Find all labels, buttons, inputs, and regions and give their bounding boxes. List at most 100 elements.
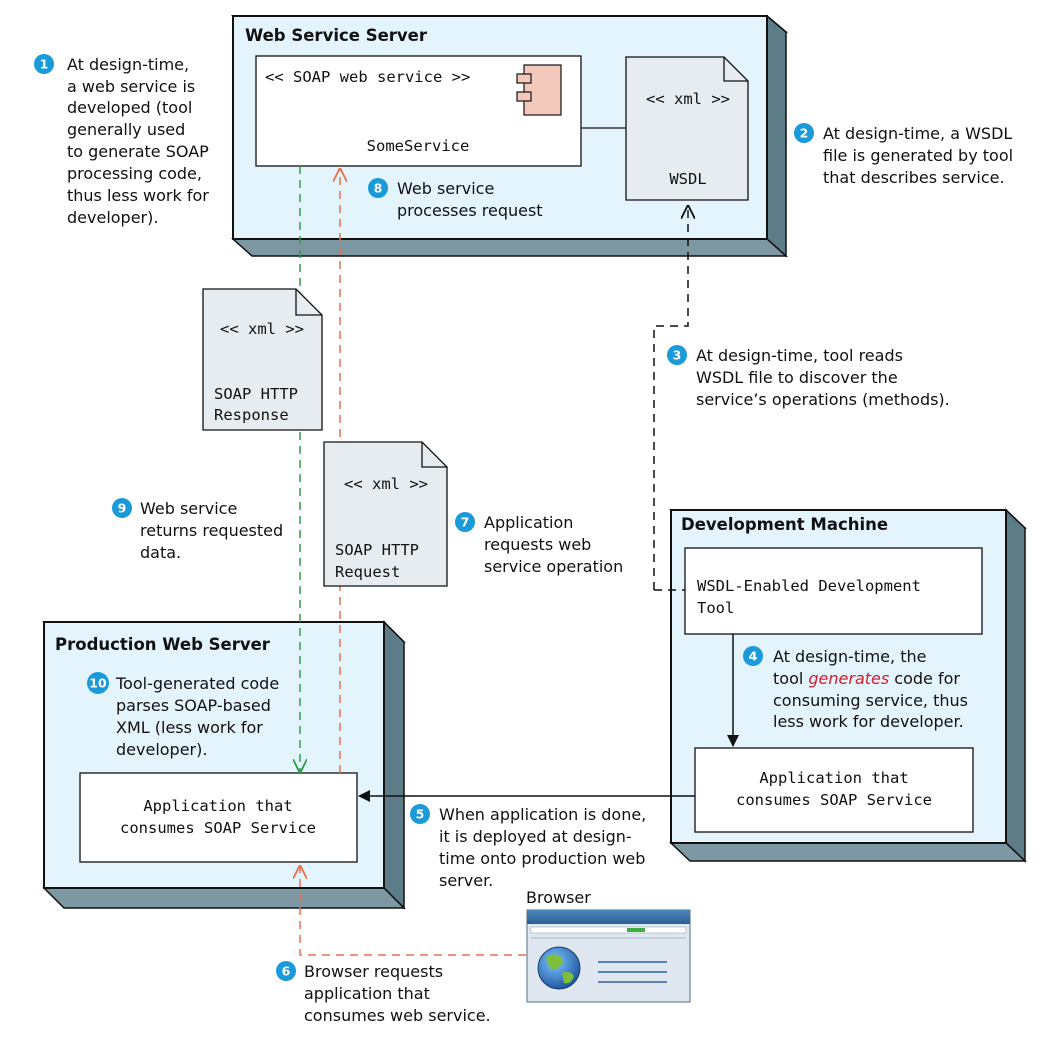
production-web-server-title: Production Web Server: [55, 635, 271, 654]
step-7-annotation: 7 Application requests web service opera…: [455, 512, 623, 576]
step-badge-6: [276, 961, 296, 981]
dev-tool-line1: WSDL-Enabled Development: [697, 577, 921, 595]
step-8-line: Web service: [397, 179, 494, 198]
step-number-3: 3: [673, 348, 682, 363]
step-10-line: Tool-generated code: [115, 674, 279, 693]
step-10-annotation: 10 Tool-generated code parses SOAP-based…: [87, 672, 279, 759]
step-number-8: 8: [374, 181, 383, 196]
web-service-server-title: Web Service Server: [245, 26, 428, 45]
step-3-annotation: 3 At design-time, tool reads WSDL file t…: [667, 345, 950, 409]
step-number-7: 7: [461, 515, 470, 530]
step-10-line: XML (less work for: [116, 718, 263, 737]
step-8-annotation: 8 Web service processes request: [368, 178, 543, 220]
wsdl-stereotype: << xml >>: [646, 90, 730, 108]
dev-tool-line2: Tool: [697, 599, 734, 617]
step-badge-8: [368, 178, 388, 198]
step-6-line: application that: [304, 984, 430, 1003]
step-10-line: parses SOAP-based: [116, 696, 271, 715]
step-1-annotation: 1 At design-time, a web service is devel…: [34, 54, 209, 227]
browser-request-arrow: [300, 866, 526, 956]
read-wsdl-arrow: [653, 206, 688, 590]
step-number-6: 6: [282, 964, 291, 979]
step-5-annotation: 5 When application is done, it is deploy…: [410, 804, 646, 890]
request-stereotype: << xml >>: [344, 475, 428, 493]
component-icon: [516, 64, 562, 116]
production-web-server-node: Production Web Server: [42, 620, 406, 910]
step-8-line: processes request: [397, 201, 543, 220]
step-3-line: service’s operations (methods).: [696, 390, 950, 409]
step-number-1: 1: [40, 57, 49, 72]
step-badge-10: [87, 672, 109, 694]
step-badge-9: [112, 498, 132, 518]
step-1-line: thus less work for: [67, 186, 209, 205]
step-number-2: 2: [800, 126, 809, 141]
step-10-line: developer).: [116, 740, 207, 759]
step-5-line: server.: [439, 871, 493, 890]
soap-service-stereotype: << SOAP web service >>: [265, 68, 470, 86]
soap-service-component: << SOAP web service >> SomeService: [255, 55, 582, 167]
step-9-line: returns requested: [140, 521, 283, 540]
dev-app-line1: Application that: [759, 769, 908, 787]
dev-app-line2: consumes SOAP Service: [736, 791, 932, 809]
step-badge-1: [34, 54, 54, 74]
soap-response-document: << xml >> SOAP HTTP Response: [202, 288, 323, 431]
step-1-line: to generate SOAP: [67, 142, 209, 161]
prod-app-line1: Application that: [143, 797, 292, 815]
step-1-line: a web service is: [67, 77, 195, 96]
step-9-annotation: 9 Web service returns requested data.: [112, 498, 283, 562]
step-number-9: 9: [118, 501, 127, 516]
step-4-line: At design-time, the: [773, 647, 926, 666]
step-7-line: Application: [484, 513, 573, 532]
step-6-line: consumes web service.: [304, 1006, 491, 1025]
globe-icon: [537, 946, 581, 990]
step-7-line: requests web: [484, 535, 591, 554]
step-5-line: time onto production web: [439, 849, 645, 868]
step-5-line: it is deployed at design-: [439, 827, 632, 846]
step-number-5: 5: [416, 807, 425, 822]
prod-application-box: Application that consumes SOAP Service: [79, 772, 358, 863]
step-9-line: Web service: [140, 499, 237, 518]
dev-application-box: Application that consumes SOAP Service: [694, 747, 974, 833]
step-3-line: At design-time, tool reads: [696, 346, 903, 365]
generates-emphasis: generates: [808, 669, 889, 688]
step-2-line: file is generated by tool: [823, 146, 1013, 165]
step-2-line: At design-time, a WSDL: [823, 124, 1012, 143]
step-6-line: Browser requests: [304, 962, 443, 981]
soap-service-name: SomeService: [367, 137, 470, 155]
request-line2: Request: [335, 563, 400, 581]
step-4-annotation: 4 At design-time, the tool generates cod…: [743, 646, 968, 731]
step-badge-2: [794, 123, 814, 143]
step-9-line: data.: [140, 543, 181, 562]
step-3-line: WSDL file to discover the: [696, 368, 898, 387]
step-4-line: less work for developer.: [773, 712, 964, 731]
step-badge-3: [667, 345, 687, 365]
response-line1: SOAP HTTP: [214, 385, 298, 403]
wsdl-name: WSDL: [669, 170, 706, 188]
step-badge-5: [410, 804, 430, 824]
step-number-4: 4: [749, 649, 758, 664]
browser-label: Browser: [526, 888, 591, 907]
request-line1: SOAP HTTP: [335, 541, 419, 559]
step-5-line: When application is done,: [439, 805, 646, 824]
step-badge-7: [455, 512, 475, 532]
step-1-line: developed (tool: [67, 98, 192, 117]
step-6-annotation: 6 Browser requests application that cons…: [276, 961, 491, 1025]
step-2-annotation: 2 At design-time, a WSDL file is generat…: [794, 123, 1013, 187]
step-4-line-emphasis: tool generates code for: [773, 669, 960, 688]
step-1-line: generally used: [67, 120, 185, 139]
step-7-line: service operation: [484, 557, 623, 576]
prod-app-line2: consumes SOAP Service: [120, 819, 316, 837]
step-2-line: that describes service.: [823, 168, 1005, 187]
browser-window: Browser: [526, 888, 691, 1003]
step-1-line: processing code,: [67, 164, 202, 183]
step-badge-4: [743, 646, 763, 666]
step-1-line: At design-time,: [67, 55, 189, 74]
response-stereotype: << xml >>: [220, 320, 304, 338]
soap-request-document: << xml >> SOAP HTTP Request: [323, 441, 448, 587]
step-1-line: developer).: [67, 208, 158, 227]
step-number-10: 10: [89, 676, 107, 691]
development-machine-title: Development Machine: [681, 515, 888, 534]
wsdl-dev-tool-box: WSDL-Enabled Development Tool: [684, 547, 983, 635]
response-line2: Response: [214, 406, 289, 424]
